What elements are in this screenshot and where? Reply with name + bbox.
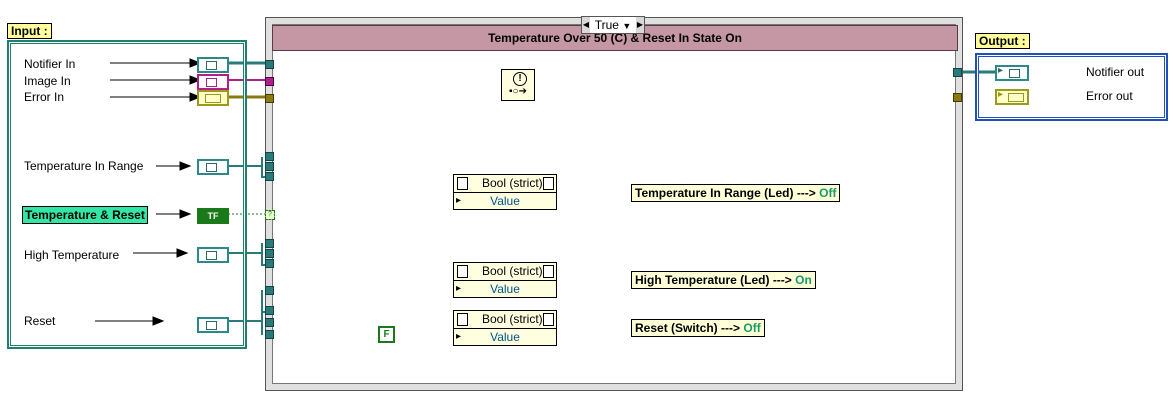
error-in-terminal[interactable]	[197, 90, 229, 106]
output-panel	[975, 53, 1168, 121]
tunnel-temp-range-2	[265, 162, 274, 171]
input-label-temp-range: Temperature In Range	[24, 159, 144, 173]
output-label-error: Error out	[1086, 89, 1133, 103]
notifier-icon	[457, 177, 468, 190]
tunnel-temp-range-3	[265, 172, 274, 181]
result-name: Temperature In Range (Led)	[635, 186, 794, 200]
result-reset: Reset (Switch) ---> Off	[631, 319, 765, 337]
input-label-image: Image In	[24, 74, 71, 88]
error-tunnel	[265, 94, 274, 103]
notifier-icon	[457, 313, 468, 326]
bool-node-temp-range[interactable]: Bool (strict) Value	[453, 174, 557, 210]
tunnel-reset-2	[265, 306, 274, 315]
notifier-out-tunnel	[953, 68, 962, 77]
result-state: Off	[743, 321, 761, 335]
input-label-notifier: Notifier In	[24, 57, 76, 71]
result-name: High Temperature (Led)	[635, 273, 770, 287]
notifier-icon	[543, 177, 554, 190]
error-out-indicator[interactable]	[995, 89, 1029, 105]
output-panel-title: Output :	[975, 33, 1030, 49]
tunnel-high-temp-2	[265, 249, 274, 258]
selector-right-arrow[interactable]: ▶	[636, 17, 644, 33]
case-selector-value: True	[594, 18, 619, 32]
result-state: On	[795, 273, 812, 287]
tunnel-temp-range-1	[265, 152, 274, 161]
tunnel-reset-3	[265, 318, 274, 327]
bool-node-title: Bool (strict)	[482, 176, 543, 190]
bool-node-reset[interactable]: Bool (strict) Value	[453, 310, 557, 346]
bool-node-input: Value	[454, 193, 556, 209]
warning-icon: !	[513, 72, 527, 86]
image-tunnel	[265, 77, 274, 86]
input-label-reset: Reset	[24, 314, 56, 328]
bool-node-high-temp[interactable]: Bool (strict) Value	[453, 262, 557, 298]
notifier-arrow-icon: ▪○➔	[509, 86, 527, 97]
temp-reset-terminal[interactable]: TF	[197, 208, 229, 224]
input-label-temp-reset: Temperature & Reset	[22, 206, 148, 224]
result-state: Off	[819, 186, 837, 200]
reset-terminal[interactable]	[197, 317, 229, 333]
false-constant[interactable]: F	[378, 326, 395, 343]
tunnel-high-temp-3	[265, 259, 274, 268]
notifier-tunnel	[265, 60, 274, 69]
input-label-error: Error In	[24, 90, 65, 104]
result-temp-range: Temperature In Range (Led) ---> Off	[631, 184, 841, 202]
bool-tunnel: ?	[265, 210, 275, 220]
bool-node-title: Bool (strict)	[482, 312, 543, 326]
input-panel	[7, 40, 247, 349]
chevron-down-icon[interactable]: ▼	[622, 21, 632, 31]
result-arrow: --->	[796, 186, 816, 200]
high-temp-terminal[interactable]	[197, 247, 229, 263]
notifier-icon	[457, 265, 468, 278]
bool-node-input: Value	[454, 281, 556, 297]
input-panel-title: Input :	[7, 23, 52, 39]
output-label-notifier: Notifier out	[1086, 65, 1145, 79]
input-arrows	[95, 58, 202, 326]
bool-node-input: Value	[454, 329, 556, 345]
selector-left-arrow[interactable]: ◀	[582, 17, 590, 33]
notifier-out-indicator[interactable]	[995, 65, 1029, 81]
tunnel-reset-4	[265, 330, 274, 339]
result-arrow: --->	[721, 321, 741, 335]
tunnel-high-temp-1	[265, 239, 274, 248]
case-structure-body	[272, 24, 956, 384]
bool-node-title: Bool (strict)	[482, 264, 543, 278]
input-label-high-temp: High Temperature	[24, 248, 120, 262]
image-in-terminal[interactable]	[197, 74, 229, 90]
case-title-banner: Temperature Over 50 (C) & Reset In State…	[272, 25, 958, 51]
error-handler-node[interactable]: ! ▪○➔	[501, 69, 535, 101]
result-high-temp: High Temperature (Led) ---> On	[631, 271, 816, 289]
notifier-icon	[543, 265, 554, 278]
tunnel-reset-1	[265, 286, 274, 295]
notifier-icon	[543, 313, 554, 326]
result-arrow: --->	[772, 273, 792, 287]
case-selector[interactable]: ◀ True ▼ ▶	[581, 16, 645, 34]
error-out-tunnel	[953, 93, 962, 102]
result-name: Reset (Switch)	[635, 321, 718, 335]
temp-range-terminal[interactable]	[197, 159, 229, 175]
notifier-in-terminal[interactable]	[197, 57, 229, 73]
